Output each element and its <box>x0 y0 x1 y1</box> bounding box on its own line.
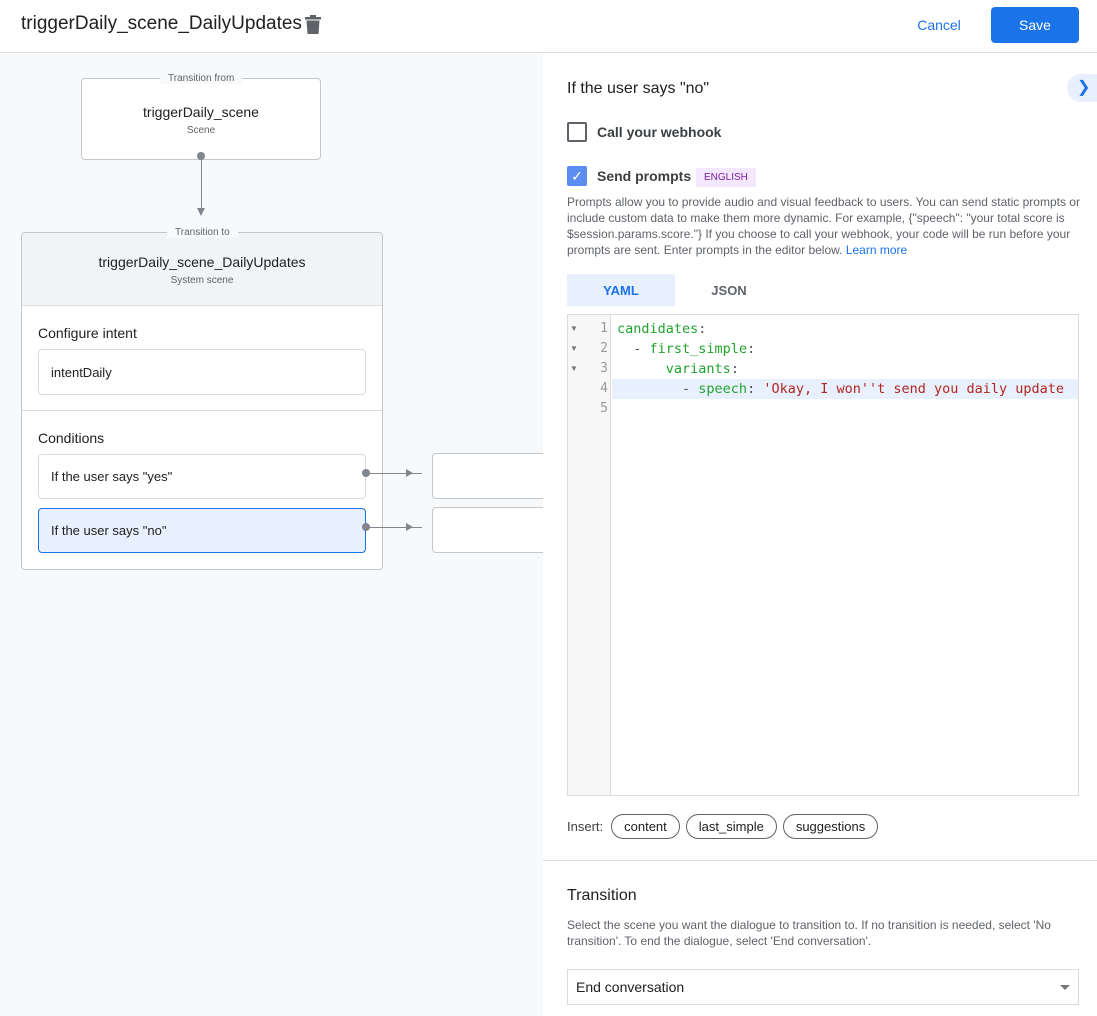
chevron-right-icon: ❯ <box>1077 79 1091 96</box>
connector-line <box>366 473 422 474</box>
transition-to-node: Transition to triggerDaily_scene_DailyUp… <box>21 227 383 570</box>
insert-label: Insert: <box>567 819 604 834</box>
intent-item[interactable]: intentDaily <box>38 349 366 395</box>
conditions-label: Conditions <box>38 430 105 446</box>
code-indent: - <box>617 381 699 397</box>
condition-no[interactable]: If the user says "no" <box>38 508 366 553</box>
line-number: 2 <box>600 341 608 356</box>
code-key: variants <box>665 361 731 377</box>
fold-toggle-icon[interactable]: ▼ <box>570 364 578 373</box>
line-number: 1 <box>600 321 608 336</box>
details-panel: ❯ If the user says "no" Call your webhoo… <box>543 54 1097 1016</box>
to-scene-name: triggerDaily_scene_DailyUpdates <box>98 254 306 270</box>
checkmark-icon: ✓ <box>571 168 583 184</box>
code-line[interactable]: candidates: <box>617 319 706 339</box>
divider <box>22 410 382 411</box>
code-key: candidates <box>617 321 699 337</box>
line-number: 5 <box>600 401 608 416</box>
fold-toggle-icon[interactable]: ▼ <box>570 344 578 353</box>
insert-row: Insert: content last_simple suggestions <box>567 814 879 839</box>
transition-selected-value: End conversation <box>576 979 685 995</box>
code-key: first_simple <box>649 341 748 357</box>
save-button[interactable]: Save <box>991 7 1079 43</box>
arrow-right-icon <box>406 523 413 531</box>
send-prompts-checkbox[interactable]: ✓ <box>567 166 587 186</box>
fold-toggle-icon[interactable]: ▼ <box>570 324 578 333</box>
transition-select[interactable]: End conversation <box>567 969 1079 1005</box>
panel-title: If the user says "no" <box>567 80 710 97</box>
code-punct: : <box>698 321 707 337</box>
webhook-label: Call your webhook <box>597 124 722 140</box>
code-key: speech <box>698 381 748 397</box>
code-indent <box>617 361 666 377</box>
send-prompts-label: Send prompts <box>597 168 692 184</box>
transition-title: Transition <box>567 887 637 904</box>
active-line-highlight <box>612 379 1078 399</box>
insert-chip-suggestions[interactable]: suggestions <box>782 814 879 839</box>
learn-more-link[interactable]: Learn more <box>845 243 908 257</box>
connector-dot <box>197 152 205 160</box>
code-string: 'Okay, I won''t send you daily update <box>763 381 1065 397</box>
scene-canvas: Transition from triggerDaily_scene Scene… <box>0 54 562 1016</box>
trash-icon[interactable] <box>305 15 321 34</box>
code-line[interactable]: variants: <box>617 359 739 379</box>
language-badge: ENGLISH <box>696 168 756 187</box>
code-line[interactable]: - first_simple: <box>617 339 755 359</box>
code-punct: : <box>747 381 764 397</box>
prompts-description: Prompts allow you to provide audio and v… <box>567 194 1082 258</box>
page-title: triggerDaily_scene_DailyUpdates <box>21 13 302 34</box>
code-punct: : <box>730 361 739 377</box>
condition-yes[interactable]: If the user says "yes" <box>38 454 366 499</box>
code-editor[interactable]: ▼ 1 candidates: ▼ 2 - first_simple: ▼ 3 varian… <box>567 314 1079 796</box>
transition-to-legend: Transition to <box>167 227 238 238</box>
insert-chip-last-simple[interactable]: last_simple <box>685 814 777 839</box>
to-scene-type: System scene <box>170 275 234 286</box>
arrow-right-icon <box>406 469 413 477</box>
connector-line <box>201 158 202 210</box>
transition-from-legend: Transition from <box>160 73 243 84</box>
cancel-button[interactable]: Cancel <box>917 17 961 33</box>
collapse-panel-button[interactable]: ❯ <box>1067 74 1097 102</box>
from-scene-type: Scene <box>186 125 216 136</box>
code-punct: : <box>747 341 756 357</box>
scene-header[interactable] <box>22 233 382 306</box>
code-indent: - <box>617 341 650 357</box>
transition-from-node[interactable]: Transition from triggerDaily_scene Scene <box>81 73 321 160</box>
line-number: 3 <box>600 361 608 376</box>
divider <box>543 860 1097 861</box>
line-number: 4 <box>600 381 608 396</box>
insert-chip-content[interactable]: content <box>611 814 680 839</box>
target-node-yes[interactable] <box>432 453 562 499</box>
configure-intent-label: Configure intent <box>38 325 137 341</box>
tab-yaml[interactable]: YAML <box>567 274 675 306</box>
top-bar: triggerDaily_scene_DailyUpdates Cancel S… <box>0 0 1097 53</box>
from-scene-name: triggerDaily_scene <box>143 104 259 120</box>
editor-gutter <box>568 315 611 795</box>
connector-line <box>366 527 422 528</box>
tab-json[interactable]: JSON <box>711 282 747 298</box>
description-text: Prompts allow you to provide audio and v… <box>567 195 1080 257</box>
code-line[interactable]: - speech: 'Okay, I won''t send you daily… <box>617 379 1064 399</box>
transition-description: Select the scene you want the dialogue t… <box>567 918 1051 948</box>
arrow-down-icon <box>197 208 205 216</box>
webhook-checkbox[interactable] <box>567 122 587 142</box>
dropdown-arrow-icon <box>1060 985 1070 990</box>
